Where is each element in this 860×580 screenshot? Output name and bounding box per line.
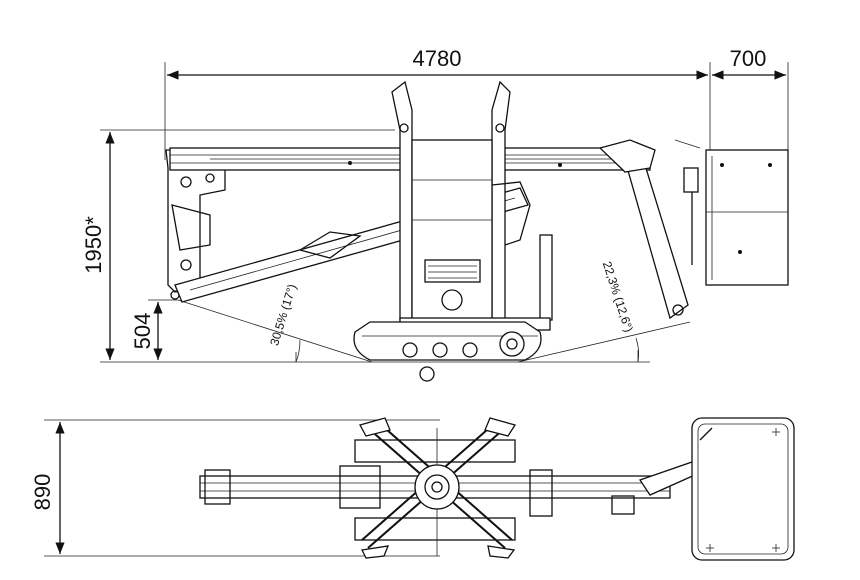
dimension-stowed-height: 1950* [81,132,115,360]
basket-width-label: 700 [730,46,767,71]
dimension-overall-length: 4780 [167,46,708,80]
overall-length-label: 4780 [413,46,462,71]
dimension-basket-width: 700 [712,46,786,80]
jib-arm [598,139,701,320]
dimension-ground-clearance: 504 [130,302,163,360]
turret [391,80,553,321]
basket-side [683,149,789,286]
stowed-height-label: 1950* [81,216,106,274]
basket-top [691,417,795,561]
slewing-ring [414,464,460,510]
ground-clearance-label: 504 [130,313,155,350]
side-view: 4780 700 1950* 504 30,5% (17°) [81,46,789,382]
dimension-track-width: 890 [30,422,65,554]
track-width-label: 890 [30,474,55,511]
undercarriage [353,317,551,382]
top-view: 890 [30,417,795,561]
rear-angle-label: 22,3% (12,6°) [600,260,636,334]
